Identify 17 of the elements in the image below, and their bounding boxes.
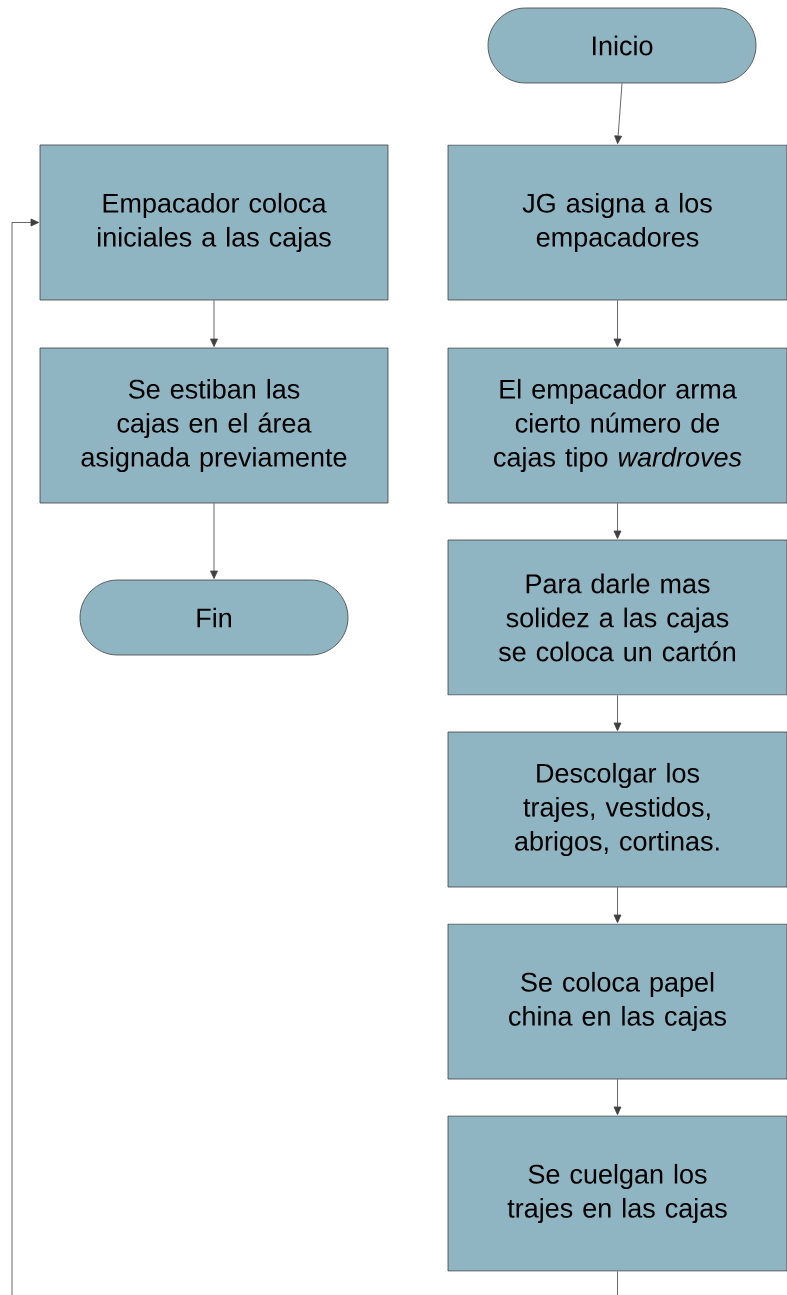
arrow [11,218,618,1295]
process-box: JG asigna a los empacadores [447,144,787,301]
arrow [613,887,622,924]
process-box: Se coloca papel china en las cajas [447,923,787,1080]
arrow [614,83,623,144]
process-box: Se cuelgan los trajes en las cajas [447,1115,787,1272]
arrow [613,1079,622,1116]
arrow [613,503,622,539]
process-box: Descolgar los trajes, vestidos, abrigos, cortinas. [447,731,787,888]
process-box: Para darle mas solidez a las cajas se coloca un cartón [447,539,787,696]
arrow [613,300,622,347]
process-box: El empacador arma cierto número de cajas tipo wardroves [447,347,787,504]
process-box: Se estiban las cajas en el área asignada previamente [39,347,389,504]
arrow [613,695,622,732]
process-box: Empacador coloca iniciales a las cajas [39,144,389,301]
arrow [210,503,218,579]
arrow [210,300,218,347]
